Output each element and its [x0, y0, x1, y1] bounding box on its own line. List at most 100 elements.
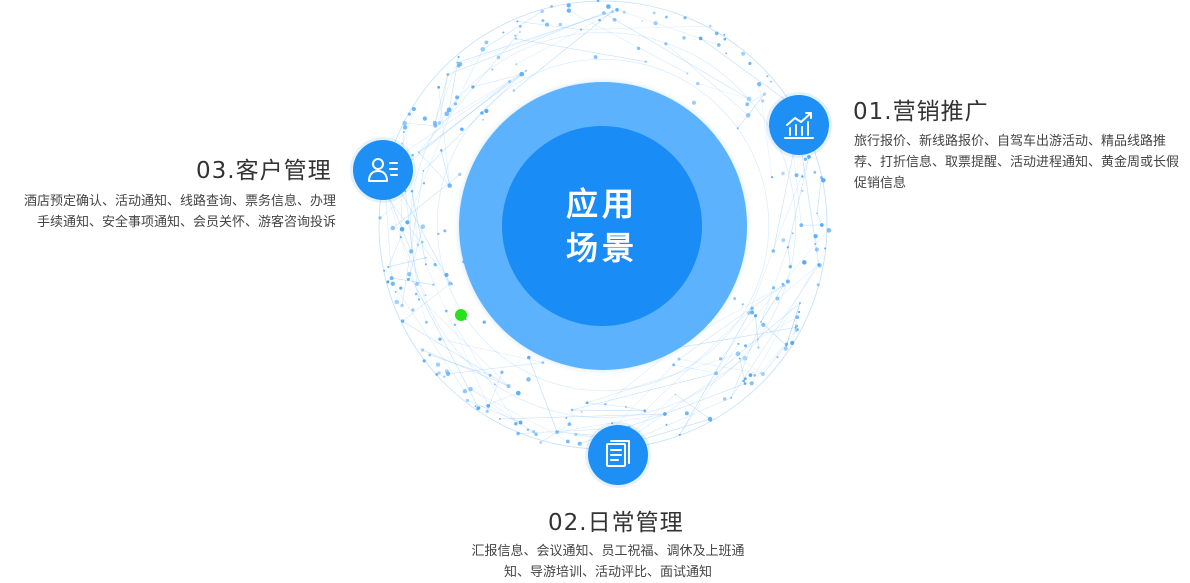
network-node	[821, 178, 826, 183]
network-node	[723, 38, 726, 41]
network-node	[405, 220, 409, 224]
daily-node[interactable]	[588, 425, 648, 485]
network-node	[399, 287, 402, 290]
network-node	[468, 387, 473, 392]
network-node	[391, 281, 395, 285]
network-node	[400, 304, 403, 307]
network-link	[441, 150, 449, 185]
marketing-node[interactable]	[769, 95, 829, 155]
network-node	[390, 226, 395, 231]
daily-description-line2: 知、导游培训、活动评比、面试通知	[440, 562, 776, 583]
network-node	[403, 125, 408, 130]
network-node	[400, 227, 405, 232]
network-node	[403, 131, 405, 133]
network-node	[578, 442, 582, 446]
network-node	[447, 183, 451, 187]
network-node	[455, 95, 459, 99]
customer-node[interactable]	[353, 140, 413, 200]
network-node	[611, 10, 614, 13]
network-node	[508, 80, 511, 83]
network-node	[714, 371, 718, 375]
network-node	[463, 389, 468, 394]
network-link	[701, 38, 788, 101]
network-node	[420, 224, 425, 229]
network-link	[439, 87, 450, 185]
user-card-icon	[366, 153, 400, 187]
network-node	[745, 102, 749, 106]
network-node	[739, 358, 741, 360]
network-node	[813, 171, 816, 174]
network-node	[411, 190, 413, 192]
network-node	[719, 357, 722, 360]
network-node	[527, 356, 531, 360]
network-node	[795, 173, 799, 177]
network-node	[394, 300, 399, 305]
network-node	[550, 5, 553, 8]
network-node	[717, 43, 721, 47]
network-node	[645, 60, 648, 63]
network-node	[742, 380, 745, 383]
network-node	[437, 233, 439, 235]
network-node	[446, 372, 450, 376]
network-node	[733, 297, 736, 300]
network-node	[519, 25, 522, 28]
network-node	[497, 55, 501, 59]
network-node	[437, 86, 440, 89]
network-node	[686, 72, 688, 74]
network-node	[750, 310, 754, 314]
network-node	[602, 11, 606, 15]
network-node	[750, 381, 754, 385]
network-node	[425, 321, 428, 324]
network-node	[425, 257, 427, 259]
network-node	[390, 276, 394, 280]
network-node	[421, 241, 423, 243]
network-node	[387, 266, 389, 268]
network-node	[744, 377, 747, 380]
network-node	[483, 321, 486, 324]
network-node	[425, 263, 427, 265]
network-node	[683, 16, 686, 19]
network-node	[407, 278, 410, 281]
network-node	[438, 338, 441, 341]
network-node	[725, 52, 727, 54]
network-node	[475, 405, 477, 407]
network-node	[454, 102, 457, 105]
network-node	[443, 376, 445, 378]
network-node	[471, 85, 474, 88]
network-node	[744, 344, 747, 347]
network-node	[699, 37, 703, 41]
network-node	[747, 97, 752, 102]
network-node	[766, 75, 768, 77]
customer-description-line2: 手续通知、安全事项通知、会员关怀、游客咨询投诉	[0, 212, 336, 233]
network-node	[787, 246, 789, 248]
network-node	[709, 25, 712, 28]
core-title-line2: 场景	[566, 226, 638, 270]
network-link	[392, 278, 434, 285]
network-link	[763, 344, 787, 374]
network-link	[581, 26, 710, 30]
network-node	[458, 173, 461, 176]
network-node	[566, 440, 570, 444]
network-node	[545, 23, 549, 27]
network-node	[723, 34, 725, 36]
network-node	[747, 311, 751, 315]
network-node	[776, 356, 778, 358]
network-node	[526, 377, 531, 382]
network-node	[781, 238, 785, 242]
network-node	[445, 310, 448, 313]
network-node	[679, 434, 681, 436]
network-link	[572, 373, 716, 410]
network-node	[433, 263, 436, 266]
network-node	[409, 249, 413, 253]
network-node	[827, 228, 832, 233]
network-node	[785, 345, 787, 347]
network-node	[760, 321, 762, 323]
customer-title: 03.客户管理	[196, 151, 332, 185]
network-node	[386, 280, 389, 283]
network-node	[436, 363, 440, 367]
network-node	[653, 21, 657, 25]
network-node	[598, 19, 601, 22]
network-node	[814, 243, 816, 245]
network-node	[400, 236, 402, 238]
network-node	[723, 397, 727, 401]
